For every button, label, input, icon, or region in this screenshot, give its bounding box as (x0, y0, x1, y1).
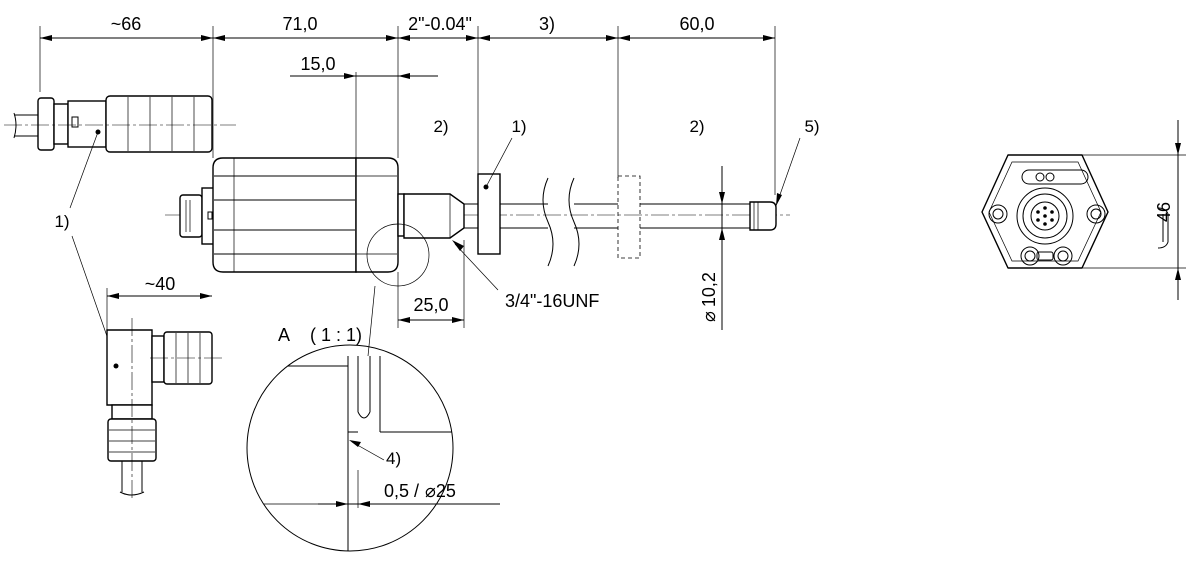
wrench-icon (1157, 207, 1169, 249)
dim-flange-offset: 25,0 (413, 295, 448, 315)
callout-rod-right: 2) (689, 117, 704, 136)
dim-null-zone: 60,0 (679, 14, 714, 34)
dim-wrench-group: 46 (1078, 120, 1186, 300)
main-callouts: 2) 1) 2) 5) (433, 117, 820, 207)
top-dimension-chain: ~66 71,0 2"-0.04" 3) 60,0 (39, 14, 776, 195)
callout-seal: 4) (386, 449, 401, 468)
detail-label: A (278, 325, 290, 345)
dim-stroke: 3) (539, 14, 555, 34)
sensor-rod (464, 173, 777, 267)
dim-wrench-size: 46 (1154, 202, 1174, 222)
dim-seal: 0,5 / (384, 481, 419, 501)
callout-connector-label: 1) (54, 212, 69, 231)
sensor-housing (165, 157, 790, 287)
dim-thread-length: 2"-0.04" (408, 14, 472, 34)
dim-connector-length: ~66 (111, 14, 142, 34)
dim-rod-diameter-group: ⌀ 10,2 (699, 166, 725, 330)
diameter-symbol-detail: ⌀ (425, 481, 436, 501)
dim-housing-length: 71,0 (282, 14, 317, 34)
end-view (981, 154, 1109, 269)
diameter-symbol: ⌀ (699, 311, 719, 322)
detail-view-a: A ( 1 : 1) 4) 0,5 / ⌀25 (246, 285, 500, 552)
dim-rod-diameter: 10,2 (699, 272, 719, 307)
dim-thread: 3/4"-16UNF (505, 291, 599, 311)
straight-connector (4, 95, 236, 153)
dim-offset: 15,0 (300, 54, 335, 74)
dim-flange-offset-group: 25,0 (397, 240, 465, 328)
callout-rod-left: 2) (433, 117, 448, 136)
dim-rod-diameter-label: ⌀ 10,2 (699, 272, 719, 322)
dim-angled-connector: ~40 (145, 274, 176, 294)
detail-scale: ( 1 : 1) (310, 325, 362, 345)
dim-seal-diameter: 25 (436, 481, 456, 501)
callout-magnet: 1) (511, 117, 526, 136)
callout-tip: 5) (804, 117, 819, 136)
thread-callout: 3/4"-16UNF (452, 240, 599, 311)
angled-connector-group: ~40 (106, 274, 224, 500)
dim-seal-label: 0,5 / ⌀25 (384, 481, 456, 501)
dim-offset-group: 15,0 (290, 54, 438, 158)
